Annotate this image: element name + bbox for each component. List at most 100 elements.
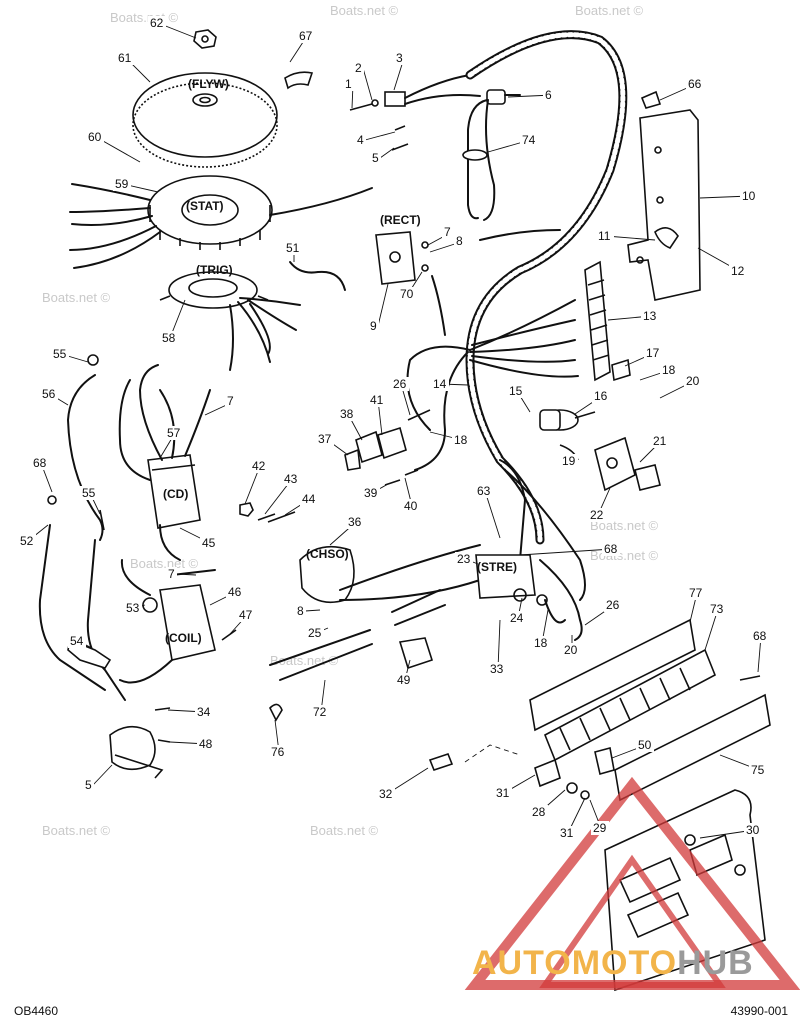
callout-bg <box>604 598 622 612</box>
bottom-mounting-plate <box>604 789 766 992</box>
callout-bg <box>311 705 329 719</box>
callout-number: 73 <box>710 602 724 616</box>
ignition-switch <box>539 409 596 461</box>
callout-bg <box>250 459 268 473</box>
callout-leader <box>519 548 613 556</box>
callout-bg <box>80 486 98 500</box>
callout-number: 55 <box>82 486 96 500</box>
callout-number: 29 <box>593 821 607 835</box>
brand-wordmark: AUTOMOTOHUB <box>472 944 754 983</box>
callout-number: 18 <box>534 636 548 650</box>
callout-bg <box>68 634 86 648</box>
callout-number: 47 <box>239 608 253 622</box>
watermark-text: Boats.net © <box>575 3 644 18</box>
callout-bg <box>508 611 526 625</box>
watermark-text: Boats.net © <box>42 290 111 305</box>
terminal-block-13 <box>584 260 611 382</box>
callout-number: 13 <box>643 309 657 323</box>
callout-number: 53 <box>126 601 140 615</box>
callout-bg <box>558 826 576 840</box>
callout-bg <box>532 636 550 650</box>
brand-wordmark-primary: AUTOMOTO <box>472 944 678 982</box>
component-tag: (CHSO) <box>306 547 349 561</box>
ground-wires <box>38 495 126 701</box>
callout-bg <box>751 629 769 643</box>
callout-number: 31 <box>560 826 574 840</box>
callout-bg <box>520 133 538 147</box>
callout-number: 2 <box>355 61 362 75</box>
component-tag: (CD) <box>163 487 188 501</box>
callout-bg <box>295 604 306 618</box>
callout-number: 19 <box>562 454 576 468</box>
callout-bg <box>31 456 49 470</box>
callout-number: 55 <box>53 347 67 361</box>
callout-bg <box>316 432 334 446</box>
stator <box>69 175 373 269</box>
callout-bg <box>338 407 356 421</box>
callout-bg <box>225 394 236 408</box>
callout-bg <box>368 393 386 407</box>
callout-bg <box>343 77 354 91</box>
starter-solenoid <box>475 554 583 641</box>
callout-number: 10 <box>742 189 756 203</box>
component-tags: (FLYW)(STAT)(TRIG)(RECT)(CD)(COIL)(CHSO)… <box>163 77 517 645</box>
callout-bg <box>749 763 767 777</box>
callout-number: 20 <box>686 374 700 388</box>
callout-number: 15 <box>509 384 523 398</box>
rectifier-wire-parts <box>349 74 481 151</box>
callout-bg <box>377 787 395 801</box>
watermark-text: Boats.net © <box>130 556 199 571</box>
callout-number: 57 <box>167 426 181 440</box>
callout-leader <box>364 131 396 141</box>
callout-number: 8 <box>456 234 463 248</box>
callout-number: 42 <box>252 459 266 473</box>
callout-number: 32 <box>379 787 393 801</box>
callout-bg <box>237 608 255 622</box>
callout-number: 8 <box>297 604 304 618</box>
jumper-17 <box>611 358 631 382</box>
callout-number: 48 <box>199 737 213 751</box>
callout-number: 1 <box>345 77 352 91</box>
callout-bg <box>488 662 506 676</box>
callout-number: 68 <box>604 542 618 556</box>
callout-number: 56 <box>42 387 56 401</box>
callout-number: 52 <box>20 534 34 548</box>
callout-number: 68 <box>753 629 767 643</box>
callout-number: 9 <box>370 319 377 333</box>
callout-number: 7 <box>168 567 175 581</box>
rectifier <box>375 231 446 336</box>
callout-leader <box>379 147 395 159</box>
callout-bg <box>651 434 669 448</box>
callout-bg <box>86 130 104 144</box>
callout-number: 26 <box>606 598 620 612</box>
callout-number: 34 <box>197 705 211 719</box>
callout-number: 43 <box>284 472 298 486</box>
callout-number: 28 <box>532 805 546 819</box>
callout-number: 22 <box>590 508 604 522</box>
callout-bg <box>394 51 405 65</box>
callout-bg <box>644 346 662 360</box>
callout-leader <box>377 283 389 327</box>
callout-bg <box>530 805 548 819</box>
callout-bg <box>402 499 420 513</box>
diagram-code: OB4460 <box>14 1004 59 1018</box>
callout-number: 60 <box>88 130 102 144</box>
callout-number: 74 <box>522 133 536 147</box>
callout-bg <box>300 492 318 506</box>
component-tag: (FLYW) <box>188 77 229 91</box>
callout-bg <box>475 484 493 498</box>
cd-module <box>118 364 211 561</box>
callout-number: 39 <box>364 486 378 500</box>
callout-number: 59 <box>115 177 129 191</box>
callout-bg <box>452 433 470 447</box>
watermark-text: Boats.net © <box>110 10 179 25</box>
wire-plug-6 <box>462 89 521 221</box>
callout-number: 16 <box>594 389 608 403</box>
callout-bg <box>116 51 134 65</box>
callout-number: 76 <box>271 745 285 759</box>
callout-bg <box>395 673 413 687</box>
flywheel <box>132 71 314 168</box>
callout-bg <box>226 585 244 599</box>
callout-bg <box>165 426 183 440</box>
callout-bg <box>740 189 758 203</box>
